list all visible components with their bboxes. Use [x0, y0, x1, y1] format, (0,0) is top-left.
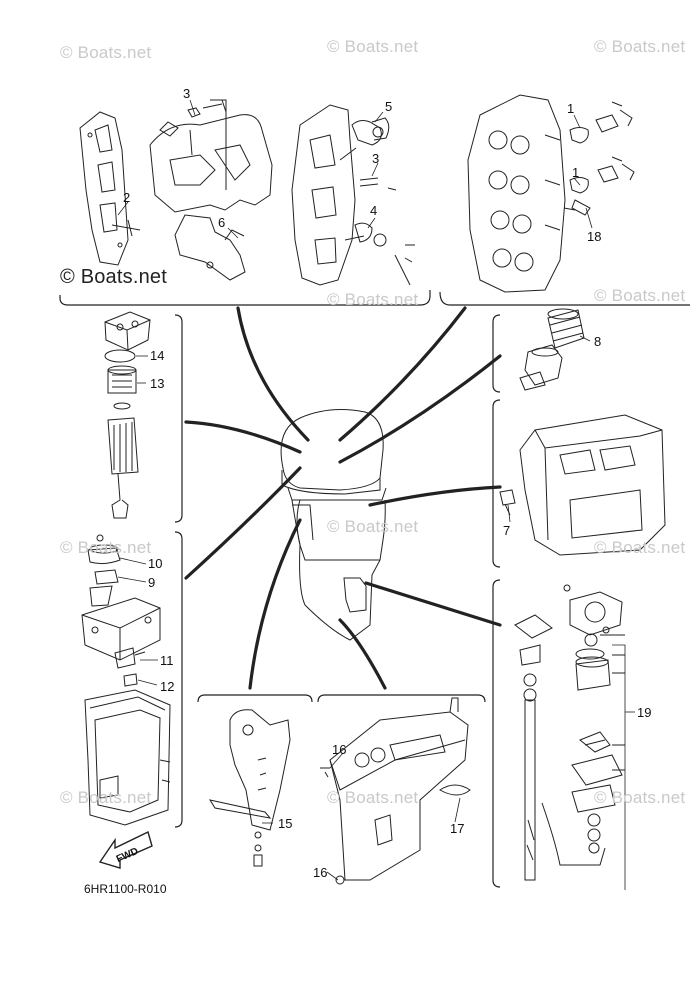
watermark-top-center: © Boats.net — [327, 37, 419, 56]
watermark-mid-right: © Boats.net — [594, 286, 686, 305]
callout-18: 18 — [587, 229, 602, 244]
watermark-lower-center: © Boats.net — [327, 517, 419, 536]
callout-17: 17 — [450, 821, 465, 836]
callout-5: 5 — [385, 99, 393, 114]
callout-6: 6 — [218, 215, 226, 230]
callout-13: 13 — [150, 376, 165, 391]
callout-11: 11 — [160, 653, 174, 668]
callout-1-upper: 1 — [567, 101, 575, 116]
watermark-bottom-center: © Boats.net — [327, 788, 419, 807]
callout-2: 2 — [123, 190, 131, 205]
watermark-mid-center: © Boats.net — [327, 290, 419, 309]
callout-10: 10 — [148, 556, 163, 571]
callout-4: 4 — [370, 203, 378, 218]
watermark-top-left: © Boats.net — [60, 43, 152, 62]
callout-8: 8 — [594, 334, 602, 349]
callout-14: 14 — [150, 348, 165, 363]
callout-1-lower: 1 — [572, 165, 580, 180]
watermark-bottom-left: © Boats.net — [60, 788, 152, 807]
callout-3-top-middle: 3 — [183, 86, 191, 101]
callout-16-lower: 16 — [313, 865, 328, 880]
callout-15: 15 — [278, 816, 293, 831]
watermark-top-right: © Boats.net — [594, 37, 686, 56]
callout-12: 12 — [160, 679, 175, 694]
callout-7: 7 — [503, 523, 511, 538]
callout-3-top-center: 3 — [372, 151, 380, 166]
callout-9: 9 — [148, 575, 156, 590]
watermark-prominent: © Boats.net — [60, 266, 167, 288]
diagram-code: 6HR1100-R010 — [84, 882, 167, 896]
callout-19: 19 — [637, 705, 652, 720]
watermark-lower-left: © Boats.net — [60, 538, 152, 557]
watermark-bottom-right: © Boats.net — [594, 788, 686, 807]
callout-16-upper: 16 — [332, 742, 347, 757]
watermark-lower-right: © Boats.net — [594, 538, 686, 557]
